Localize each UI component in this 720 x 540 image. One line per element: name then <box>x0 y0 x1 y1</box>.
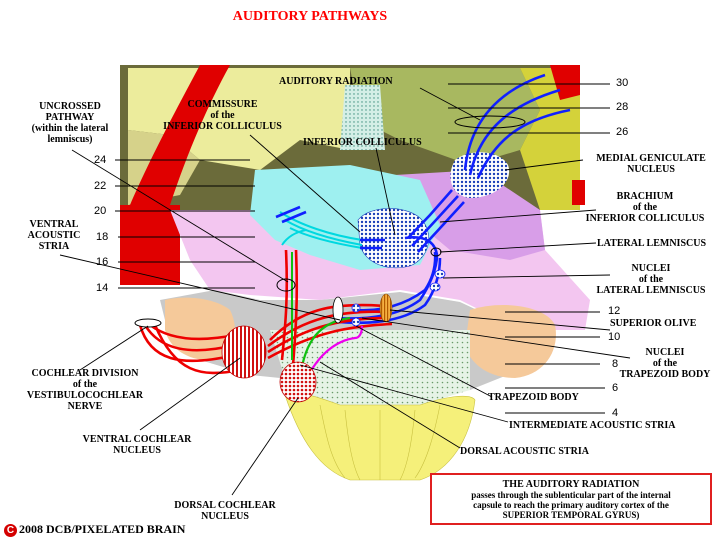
level-number: 20 <box>94 205 107 217</box>
dorsal-cochlear-nucleus-shape <box>279 361 317 403</box>
level-number: 16 <box>96 256 109 268</box>
copyright-text: 2008 DCB/PIXELATED BRAIN <box>19 522 186 536</box>
level-number: 8 <box>612 358 619 370</box>
level-number: 6 <box>612 382 619 394</box>
label-auditory-radiation: AUDITORY RADIATION <box>279 76 393 87</box>
level-number: 22 <box>94 180 107 192</box>
label-ventral-acoustic-stria: VENTRAL ACOUSTIC STRIA <box>27 219 81 252</box>
lateral-lemniscus-nucleus-shape <box>434 269 446 279</box>
diagram-title: AUDITORY PATHWAYS <box>232 9 388 24</box>
level-number: 30 <box>616 77 629 89</box>
label-intermediate-stria: INTERMEDIATE ACOUSTIC STRIA <box>509 420 676 431</box>
label-uncrossed-pathway: UNCROSSED PATHWAY (within the lateral le… <box>31 101 109 145</box>
label-dorsal-acoustic-stria: DORSAL ACOUSTIC STRIA <box>460 446 589 457</box>
leader-lines <box>59 83 631 496</box>
label-medial-geniculate: MEDIAL GENICULATE NUCLEUS <box>596 153 706 175</box>
note-line: passes through the sublenticular part of… <box>471 490 671 500</box>
label-lateral-lemniscus: LATERAL LEMNISCUS <box>597 238 707 249</box>
superior-olive-shape <box>379 293 393 323</box>
label-ventral-cochlear-nucleus: VENTRAL COCHLEAR NUCLEUS <box>82 434 192 456</box>
left-vessel <box>130 65 230 205</box>
right-thalamus-edge <box>520 68 580 210</box>
left-vessel-lower <box>120 205 180 285</box>
level-number: 24 <box>94 154 107 166</box>
note-heading: THE AUDITORY RADIATION <box>502 479 640 490</box>
label-commissure: COMMISSURE of the INFERIOR COLLICULUS <box>163 99 282 132</box>
label-nuclei-trapezoid: NUCLEI of the TRAPEZOID BODY <box>619 347 711 380</box>
trapezoid-nucleus-shape <box>351 317 361 327</box>
trapezoid-region <box>270 330 470 405</box>
label-inferior-colliculus: INFERIOR COLLICULUS <box>303 137 422 148</box>
label-superior-olive: SUPERIOR OLIVE <box>610 318 697 329</box>
level-number: 26 <box>616 126 629 138</box>
copyright-icon: C <box>4 524 17 537</box>
dorsal-stria-fiber <box>304 325 364 383</box>
ventral-cochlear-nucleus-shape <box>221 325 267 379</box>
level-number: 28 <box>616 101 629 113</box>
level-number: 10 <box>608 331 621 343</box>
note-line: capsule to reach the primary auditory co… <box>473 500 669 510</box>
right-tegmentum <box>395 170 545 260</box>
label-nuclei-lateral-lemniscus: NUCLEI of the LATERAL LEMNISCUS <box>596 263 706 296</box>
pineal-region <box>340 85 385 150</box>
note-line: SUPERIOR TEMPORAL GYRUS) <box>502 510 640 520</box>
label-brachium: BRACHIUM of the INFERIOR COLLICULUS <box>585 191 705 224</box>
level-number: 4 <box>612 407 619 419</box>
auditory-radiation-note: THE AUDITORY RADIATION passes through th… <box>430 473 712 525</box>
commissure-fibers <box>279 211 363 249</box>
level-number: 12 <box>608 305 621 317</box>
level-number: 18 <box>96 231 109 243</box>
left-cerebellar-peduncle <box>165 297 235 361</box>
lateral-lemniscus-fibers <box>275 73 571 325</box>
label-dorsal-cochlear-nucleus: DORSAL COCHLEAR NUCLEUS <box>174 500 276 522</box>
label-cochlear-division: COCHLEAR DIVISION of the VESTIBULOCOCHLE… <box>26 368 144 412</box>
right-thalamus <box>350 68 540 165</box>
level-number: 14 <box>96 282 109 294</box>
label-trapezoid-body: TRAPEZOID BODY <box>488 392 579 403</box>
